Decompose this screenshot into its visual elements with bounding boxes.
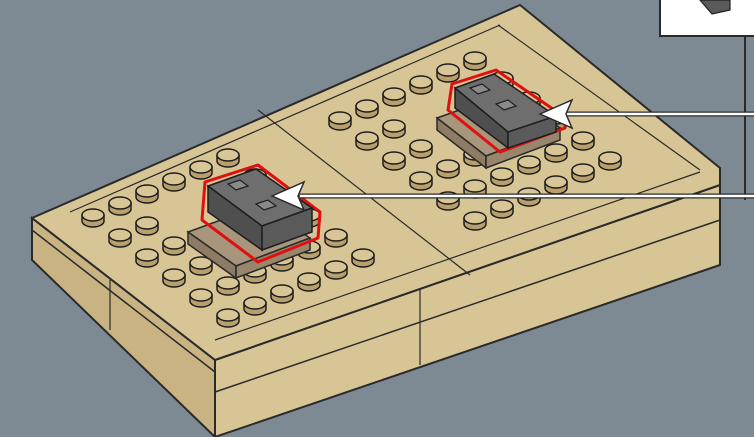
stud xyxy=(82,209,104,227)
stud xyxy=(356,100,378,118)
stud xyxy=(217,149,239,167)
stud xyxy=(163,173,185,191)
stud xyxy=(545,144,567,162)
stud xyxy=(464,52,486,70)
stud xyxy=(136,185,158,203)
stud xyxy=(383,120,405,138)
stud xyxy=(190,161,212,179)
stud xyxy=(163,237,185,255)
stud xyxy=(545,176,567,194)
stud xyxy=(190,257,212,275)
stud xyxy=(491,168,513,186)
stud xyxy=(190,289,212,307)
stud xyxy=(163,269,185,287)
stud xyxy=(518,156,540,174)
stud xyxy=(298,273,320,291)
stud xyxy=(352,249,374,267)
stud xyxy=(410,76,432,94)
stud xyxy=(599,152,621,170)
stud xyxy=(109,197,131,215)
stud xyxy=(217,277,239,295)
stud xyxy=(572,164,594,182)
stud xyxy=(383,88,405,106)
stud xyxy=(217,309,239,327)
stud xyxy=(329,112,351,130)
stud xyxy=(464,212,486,230)
stud xyxy=(244,297,266,315)
stud xyxy=(109,229,131,247)
stud xyxy=(271,285,293,303)
stud xyxy=(136,249,158,267)
stud xyxy=(325,261,347,279)
stud xyxy=(356,132,378,150)
stud xyxy=(437,160,459,178)
stud xyxy=(410,172,432,190)
stud xyxy=(437,64,459,82)
stud xyxy=(491,200,513,218)
stud xyxy=(410,140,432,158)
stud xyxy=(325,229,347,247)
stud xyxy=(572,132,594,150)
stud xyxy=(383,152,405,170)
stud xyxy=(136,217,158,235)
